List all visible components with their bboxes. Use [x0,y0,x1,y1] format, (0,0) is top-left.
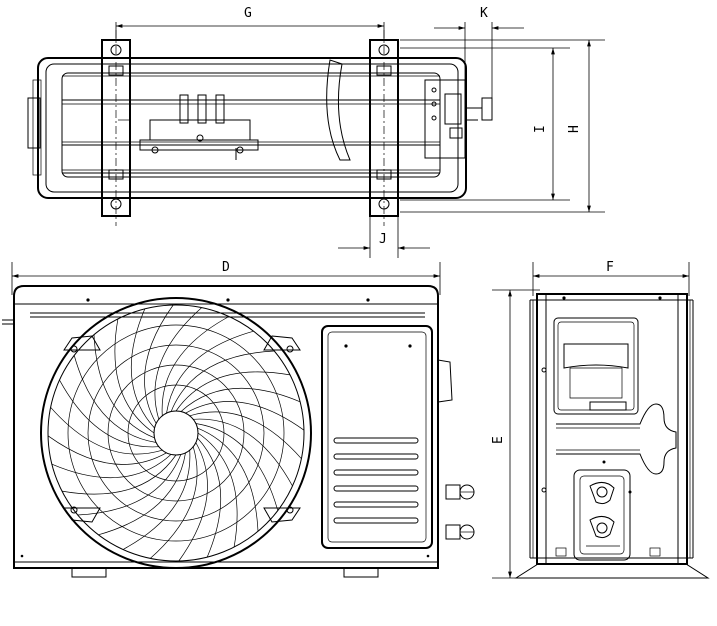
top-view: G K I H J [27,6,605,258]
fan-spoke [59,379,159,448]
dim-label-j: J [379,232,387,247]
fan-spoke [154,307,202,420]
fan-spoke [77,454,182,516]
fan-spoke [114,318,155,434]
fan-spoke [50,407,163,455]
side-base [514,563,710,579]
fan-spoke [175,371,291,412]
fan-spoke [189,411,302,459]
fan-spoke [195,423,279,511]
dim-label-h: H [567,125,582,133]
fan-spoke [130,308,155,429]
dim-label-i: I [533,125,548,133]
side-handle-recess [553,317,639,415]
fan-spoke [170,350,275,412]
fan-spoke [61,454,177,495]
fan-spoke [161,316,230,416]
dim-label-d: D [222,260,230,275]
valve-block [424,79,466,159]
dim-label-k: K [480,6,488,21]
fan-spoke [166,330,254,414]
front-body-outline [13,285,439,569]
fan-spoke [73,355,157,443]
dim-label-g: G [244,6,252,21]
dim-label-f: F [606,260,614,275]
service-panel [321,325,433,549]
fan-spoke [98,452,186,536]
side-body-outline [536,293,688,565]
fan-spoke [178,442,208,562]
fan-spoke [180,387,301,412]
fan-spoke [197,437,222,558]
fan-spoke [51,454,172,479]
fan-spoke [93,334,155,439]
top-body-outline [37,57,467,199]
fan-spoke [197,432,238,548]
fan-spoke [47,435,167,465]
fan-spoke [185,401,305,431]
fan-spoke [144,304,174,424]
fan-spoke [197,427,259,532]
fan-spoke [122,450,191,550]
dim-label-e: E [491,436,506,444]
fan-spoke [193,418,293,487]
front-view: D [2,260,475,578]
fan-spoke [150,446,198,559]
fan-grill [40,297,312,569]
side-view: F E [491,260,710,579]
side-valve-plate [573,469,631,561]
